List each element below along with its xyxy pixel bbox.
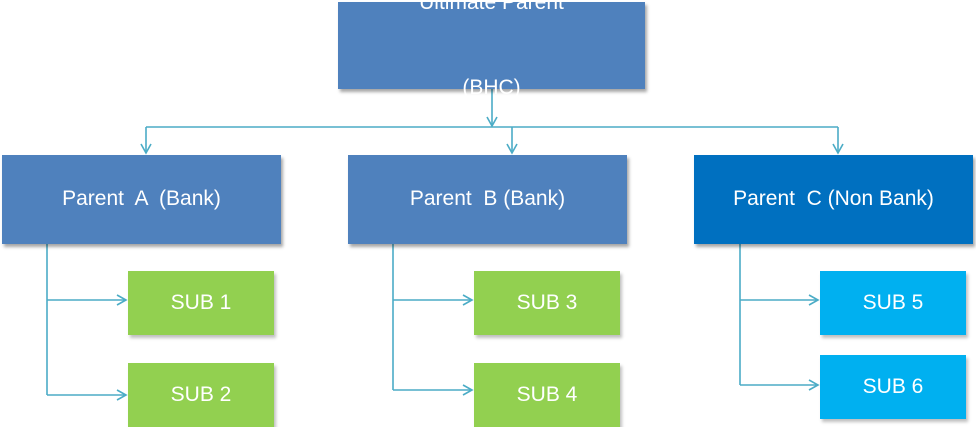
ultimate-parent-type: (BHC) bbox=[462, 75, 521, 99]
sub-1-label: SUB 1 bbox=[170, 290, 232, 314]
sub-4-box: SUB 4 bbox=[474, 363, 620, 427]
sub-3-box: SUB 3 bbox=[474, 271, 620, 335]
parent-a-box: Parent A (Bank) bbox=[2, 155, 281, 244]
sub-2-label: SUB 2 bbox=[170, 382, 232, 406]
parent-b-label: Parent B (Bank) bbox=[409, 187, 566, 211]
sub-3-label: SUB 3 bbox=[516, 290, 578, 314]
sub-4-label: SUB 4 bbox=[516, 382, 578, 406]
sub-1-box: SUB 1 bbox=[128, 271, 274, 335]
parent-a-label: Parent A (Bank) bbox=[62, 187, 221, 211]
parent-b-box: Parent B (Bank) bbox=[348, 155, 627, 244]
sub-5-label: SUB 5 bbox=[862, 290, 924, 314]
parent-c-label: Parent C (Non Bank) bbox=[733, 187, 934, 211]
parent-c-box: Parent C (Non Bank) bbox=[694, 155, 973, 244]
sub-6-box: SUB 6 bbox=[820, 355, 966, 419]
ultimate-parent-label: Ultimate Parent bbox=[419, 0, 564, 14]
sub-6-label: SUB 6 bbox=[862, 374, 924, 398]
ultimate-parent-box: Ultimate Parent (BHC) bbox=[338, 0, 645, 99]
sub-2-box: SUB 2 bbox=[128, 363, 274, 427]
sub-5-box: SUB 5 bbox=[820, 271, 966, 335]
